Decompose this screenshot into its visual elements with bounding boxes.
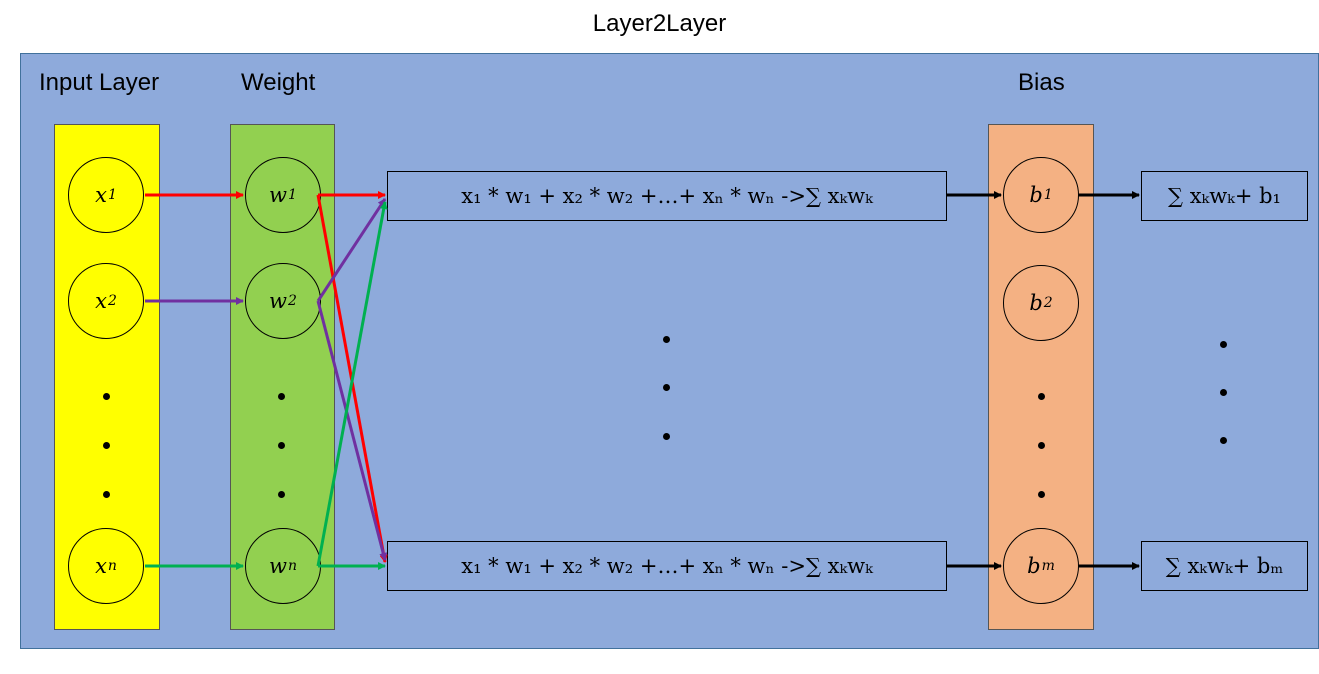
node-symbol: b [1027, 554, 1041, 578]
ellipsis-dot [103, 393, 110, 400]
output-box-top: ∑ xₖwₖ+ b₁ [1141, 171, 1308, 221]
weighted-sum-box-bottom: x₁ * w₁ + x₂ * w₂ +…+ xₙ * wₙ ->∑ xₖwₖ [387, 541, 947, 591]
node-subscript: n [287, 558, 297, 574]
diagram-title: Layer2Layer [592, 10, 727, 37]
node-symbol: w [268, 554, 287, 578]
weight-header: Weight [241, 69, 316, 96]
node-subscript: 1 [288, 187, 297, 203]
ellipsis-dot [278, 442, 285, 449]
ellipsis-dot [103, 491, 110, 498]
node-subscript: 2 [1043, 295, 1053, 311]
node-subscript: m [1041, 558, 1055, 574]
arrow-wn-sum-top [316, 201, 388, 567]
node-subscript: 1 [1043, 187, 1053, 203]
node-symbol: x [95, 554, 107, 578]
node-subscript: 1 [107, 187, 117, 203]
ellipsis-dot [278, 491, 285, 498]
ellipsis-dot [278, 393, 285, 400]
ellipsis-dot [103, 442, 110, 449]
node-subscript: n [107, 558, 117, 574]
ellipsis-dot [1220, 437, 1227, 444]
node-symbol: x [95, 289, 107, 313]
ellipsis-dot [1220, 341, 1227, 348]
bias-header: Bias [1018, 69, 1065, 96]
ellipsis-dot [663, 384, 670, 391]
ellipsis-dot [1038, 442, 1045, 449]
weighted-sum-box-top: x₁ * w₁ + x₂ * w₂ +…+ xₙ * wₙ ->∑ xₖwₖ [387, 171, 947, 221]
node-subscript: 2 [107, 293, 117, 309]
arrow-w2-sum-top [316, 198, 387, 302]
output-box-bottom: ∑ xₖwₖ+ bₘ [1141, 541, 1308, 591]
node-symbol: x [95, 183, 107, 207]
ellipsis-dot [663, 336, 670, 343]
arrow-w2-sum-bottom [316, 300, 388, 561]
input-layer-header: Input Layer [39, 69, 160, 96]
ellipsis-dot [1220, 389, 1227, 396]
node-subscript: 2 [288, 293, 297, 309]
ellipsis-dot [1038, 491, 1045, 498]
ellipsis-dot [663, 433, 670, 440]
node-symbol: w [269, 289, 288, 313]
node-symbol: b [1029, 183, 1043, 207]
node-symbol: b [1029, 291, 1043, 315]
ellipsis-dot [1038, 393, 1045, 400]
node-symbol: w [269, 183, 288, 207]
